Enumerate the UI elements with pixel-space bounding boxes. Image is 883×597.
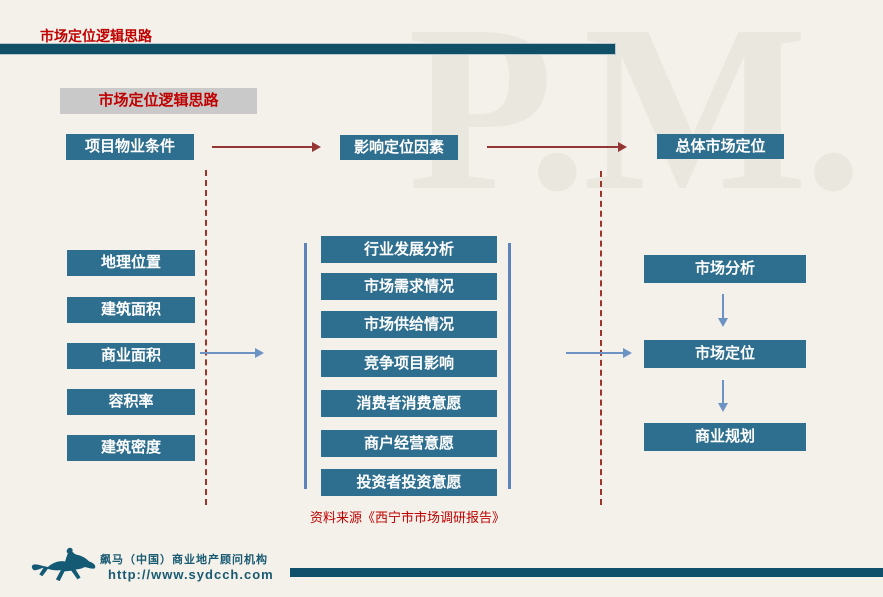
node-business-planning: 商业规划 <box>644 423 806 451</box>
dashed-line-right <box>600 171 602 505</box>
node-competing-projects: 竞争项目影响 <box>321 350 497 377</box>
horse-logo-icon <box>31 547 96 582</box>
node-consumer-willingness: 消费者消费意愿 <box>321 390 497 417</box>
watermark-text: P.M. <box>408 0 863 240</box>
bracket-bar-right <box>508 243 511 489</box>
bracket-bar-left <box>304 243 307 489</box>
node-positioning-factors: 影响定位因素 <box>340 135 458 160</box>
node-market-positioning: 市场定位 <box>644 340 806 368</box>
arrow-blue-down-2-icon <box>718 380 728 412</box>
footer-website: http://www.sydcch.com <box>108 567 274 582</box>
node-commercial-area: 商业面积 <box>67 343 195 369</box>
footer-divider-bar <box>290 568 883 577</box>
node-merchant-willingness: 商户经营意愿 <box>321 430 497 457</box>
node-overall-market-positioning: 总体市场定位 <box>657 134 784 159</box>
source-note: 资料来源《西宁市市场调研报告》 <box>310 510 506 525</box>
section-heading-box: 市场定位逻辑思路 <box>60 88 257 114</box>
slide-title: 市场定位逻辑思路 <box>40 28 152 44</box>
node-building-area: 建筑面积 <box>67 297 195 323</box>
node-project-property-conditions: 项目物业条件 <box>66 134 194 160</box>
node-plot-ratio: 容积率 <box>67 389 195 415</box>
node-market-analysis: 市场分析 <box>644 255 806 283</box>
node-market-supply: 市场供给情况 <box>321 311 497 338</box>
dashed-line-left <box>205 170 207 505</box>
arrow-blue-right-1-icon <box>200 348 264 358</box>
node-geographic-location: 地理位置 <box>67 250 195 276</box>
node-building-density: 建筑密度 <box>67 435 195 461</box>
arrow-blue-right-2-icon <box>566 348 632 358</box>
arrow-blue-down-1-icon <box>718 294 728 327</box>
node-industry-development-analysis: 行业发展分析 <box>321 236 497 263</box>
node-investor-willingness: 投资者投资意愿 <box>321 469 497 496</box>
node-market-demand: 市场需求情况 <box>321 273 497 300</box>
footer-company-name: 飙马（中国）商业地产顾问机构 <box>100 554 268 566</box>
arrow-red-right-1-icon <box>212 142 321 152</box>
header-divider-bar <box>0 43 616 55</box>
arrow-red-right-2-icon <box>487 142 627 152</box>
